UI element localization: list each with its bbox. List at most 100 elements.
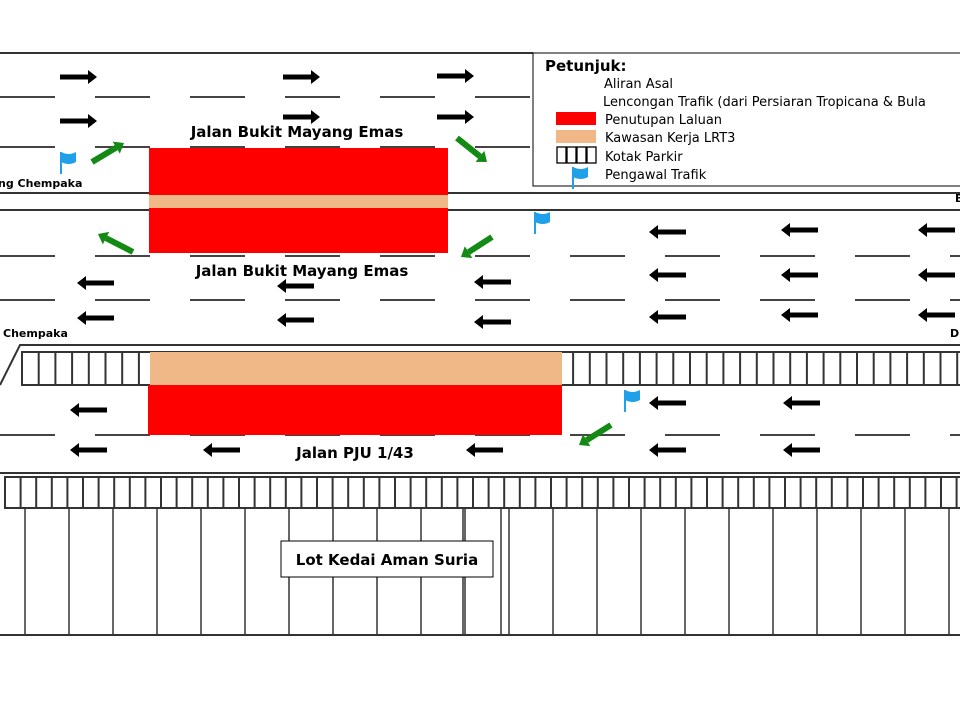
traffic-flow-arrow-icon [783, 396, 820, 410]
arrow-shaft [455, 135, 482, 159]
arrow-head [649, 443, 658, 457]
detour-arrow-icon [90, 141, 124, 165]
arrow-head [649, 310, 658, 324]
traffic-flow-arrow-icon [783, 443, 820, 457]
traffic-flow-arrow-icon [649, 396, 686, 410]
traffic-flow-arrow-icon [277, 313, 314, 327]
parking-box [566, 146, 577, 164]
arrow-head [649, 225, 658, 239]
road-edge-line [0, 344, 960, 386]
arrow-head [277, 279, 286, 293]
arrow-head [461, 246, 473, 259]
tan-box-icon [556, 130, 596, 143]
arrow-head [112, 141, 124, 154]
arrow-head [88, 114, 97, 128]
arrow-head [781, 308, 790, 322]
arrow-head [918, 308, 927, 322]
arrow-shaft [585, 422, 613, 443]
traffic-marshal-flag-icon [624, 390, 640, 412]
traffic-flow-arrow-icon [649, 225, 686, 239]
arrow-head [70, 403, 79, 417]
zones [148, 148, 562, 435]
arrow-head [465, 69, 474, 83]
side-road-label-top: ng Chempaka [0, 177, 82, 190]
traffic-flow-arrow-icon [918, 268, 955, 282]
arrow-head [474, 275, 483, 289]
traffic-flow-arrow-icon [437, 69, 474, 83]
legend-label: Aliran Asal [604, 77, 673, 92]
lot-label-box: Lot Kedai Aman Suria [280, 540, 494, 578]
parking-box-icon [556, 146, 597, 164]
flag-cloth [535, 212, 550, 224]
traffic-flow-arrow-icon [437, 110, 474, 124]
arrow-head [311, 70, 320, 84]
legend-label: Kotak Parkir [605, 150, 683, 165]
work-zone-lrt3-median [149, 195, 448, 208]
traffic-flow-arrow-icon [283, 70, 320, 84]
arrow-head [783, 443, 792, 457]
traffic-marshal-flag-icon [534, 212, 550, 234]
legend: Petunjuk: Aliran Asal Lencongan Trafik (… [532, 52, 960, 189]
arrows [60, 69, 955, 457]
legend-label: Lencongan Trafik (dari Persiaran Tropica… [603, 95, 926, 110]
arrow-head [77, 311, 86, 325]
arrow-head [781, 268, 790, 282]
arrow-head [649, 396, 658, 410]
flag-cloth [573, 167, 588, 179]
arrow-head [474, 315, 483, 329]
traffic-flow-arrow-icon [649, 268, 686, 282]
traffic-flow-arrow-icon [277, 279, 314, 293]
arrow-head [649, 268, 658, 282]
parking-box [556, 146, 567, 164]
lot-label: Lot Kedai Aman Suria [296, 551, 478, 569]
traffic-flow-arrow-icon [474, 275, 511, 289]
arrow-head [311, 110, 320, 124]
traffic-flow-arrow-icon [283, 110, 320, 124]
parking-box [576, 146, 587, 164]
arrow-shaft [466, 234, 494, 255]
right-road-label-bottom: D [950, 327, 959, 340]
arrow-shaft [90, 145, 118, 165]
traffic-flow-arrow-icon [60, 70, 97, 84]
legend-label: Kawasan Kerja LRT3 [605, 131, 735, 146]
traffic-flow-arrow-icon [781, 308, 818, 322]
detour-arrow-icon [461, 234, 494, 259]
arrow-head [277, 313, 286, 327]
arrow-head [781, 223, 790, 237]
work-zone-lrt3 [150, 352, 562, 385]
arrow-head [918, 268, 927, 282]
side-road-label-bottom: Chempaka [3, 327, 68, 340]
traffic-flow-arrow-icon [70, 403, 107, 417]
arrow-head [579, 434, 591, 447]
traffic-flow-arrow-icon [649, 310, 686, 324]
legend-label: Penutupan Laluan [605, 113, 722, 128]
flag-cloth [61, 152, 76, 164]
arrow-head [77, 276, 86, 290]
traffic-flow-arrow-icon [781, 223, 818, 237]
arrow-head [466, 443, 475, 457]
traffic-flow-arrow-icon [77, 311, 114, 325]
arrow-head [783, 396, 792, 410]
detour-arrow-icon [455, 135, 487, 162]
road-label-upper: Jalan Bukit Mayang Emas [190, 123, 404, 141]
arrow-head [465, 110, 474, 124]
arrow-shaft [104, 235, 135, 255]
legend-title: Petunjuk: [545, 57, 627, 75]
road-closure-pju [148, 385, 562, 435]
traffic-flow-arrow-icon [781, 268, 818, 282]
detour-arrow-icon [579, 422, 613, 447]
traffic-flow-arrow-icon [203, 443, 240, 457]
traffic-flow-arrow-icon [466, 443, 503, 457]
arrow-head [203, 443, 212, 457]
legend-label: Pengawal Trafik [605, 168, 707, 183]
traffic-marshal-flag-icon [60, 152, 76, 174]
right-road-label-top: B [955, 192, 960, 205]
traffic-flow-arrow-icon [70, 443, 107, 457]
parking-box [586, 146, 597, 164]
traffic-flow-arrow-icon [918, 308, 955, 322]
arrow-head [918, 223, 927, 237]
road-label-pju: Jalan PJU 1/43 [295, 444, 414, 462]
detour-arrow-icon [98, 231, 135, 255]
arrow-head [88, 70, 97, 84]
